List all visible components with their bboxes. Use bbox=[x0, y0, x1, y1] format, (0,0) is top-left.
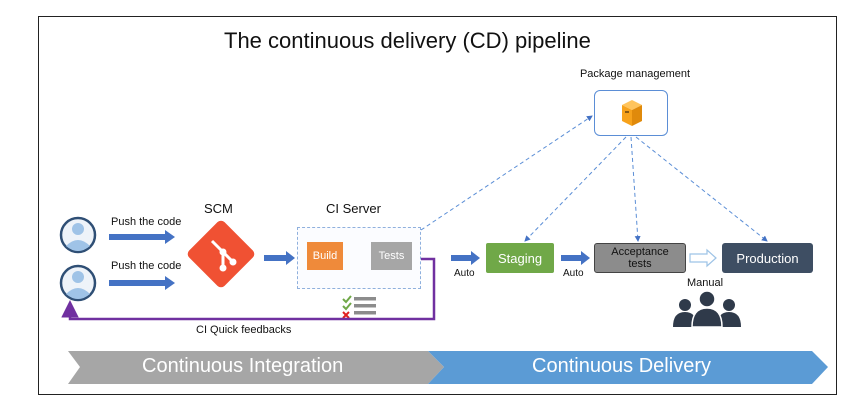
push-arrow-2 bbox=[109, 276, 175, 290]
test-results-checklist-icon bbox=[342, 295, 376, 319]
ci-to-staging-arrow bbox=[451, 251, 480, 265]
diagram-title: The continuous delivery (CD) pipeline bbox=[224, 28, 591, 53]
auto-label-2: Auto bbox=[563, 268, 584, 279]
package-to-staging-connector bbox=[524, 136, 627, 242]
push-arrow-1 bbox=[109, 230, 175, 244]
ci-server-label: CI Server bbox=[326, 201, 381, 216]
developer-avatar-1 bbox=[59, 216, 97, 254]
production-box: Production bbox=[722, 243, 813, 273]
developer-avatar-2 bbox=[59, 264, 97, 302]
auto-label-1: Auto bbox=[454, 268, 475, 279]
staging-to-acceptance-arrow bbox=[561, 251, 590, 265]
scm-label: SCM bbox=[204, 201, 233, 216]
continuous-delivery-label: Continuous Delivery bbox=[532, 355, 711, 377]
git-logo-icon bbox=[187, 220, 255, 288]
scm-to-ci-arrow bbox=[264, 251, 295, 265]
manual-team-icon bbox=[673, 290, 741, 328]
ci-to-package-connector bbox=[420, 115, 593, 231]
continuous-integration-label: Continuous Integration bbox=[142, 355, 344, 377]
push-code-label-1: Push the code bbox=[111, 216, 182, 228]
staging-box: Staging bbox=[486, 243, 554, 273]
package-to-acceptance-connector bbox=[630, 136, 641, 242]
manual-label: Manual bbox=[687, 277, 724, 289]
diagram-frame bbox=[38, 16, 837, 395]
build-step: Build bbox=[307, 242, 343, 270]
cd-band bbox=[428, 351, 828, 384]
acceptance-tests-box: Acceptance tests bbox=[594, 243, 686, 273]
package-to-production-connector bbox=[635, 136, 768, 242]
acceptance-to-production-arrow bbox=[689, 248, 717, 268]
tests-step: Tests bbox=[371, 242, 412, 270]
package-management-label: Package management bbox=[579, 68, 691, 80]
package-management-box bbox=[594, 90, 668, 136]
push-code-label-2: Push the code bbox=[111, 260, 182, 272]
ci-band bbox=[68, 351, 444, 384]
ci-feedback-loop bbox=[61, 257, 436, 321]
package-cube-icon bbox=[622, 100, 642, 126]
ci-feedback-label: CI Quick feedbacks bbox=[196, 324, 292, 336]
